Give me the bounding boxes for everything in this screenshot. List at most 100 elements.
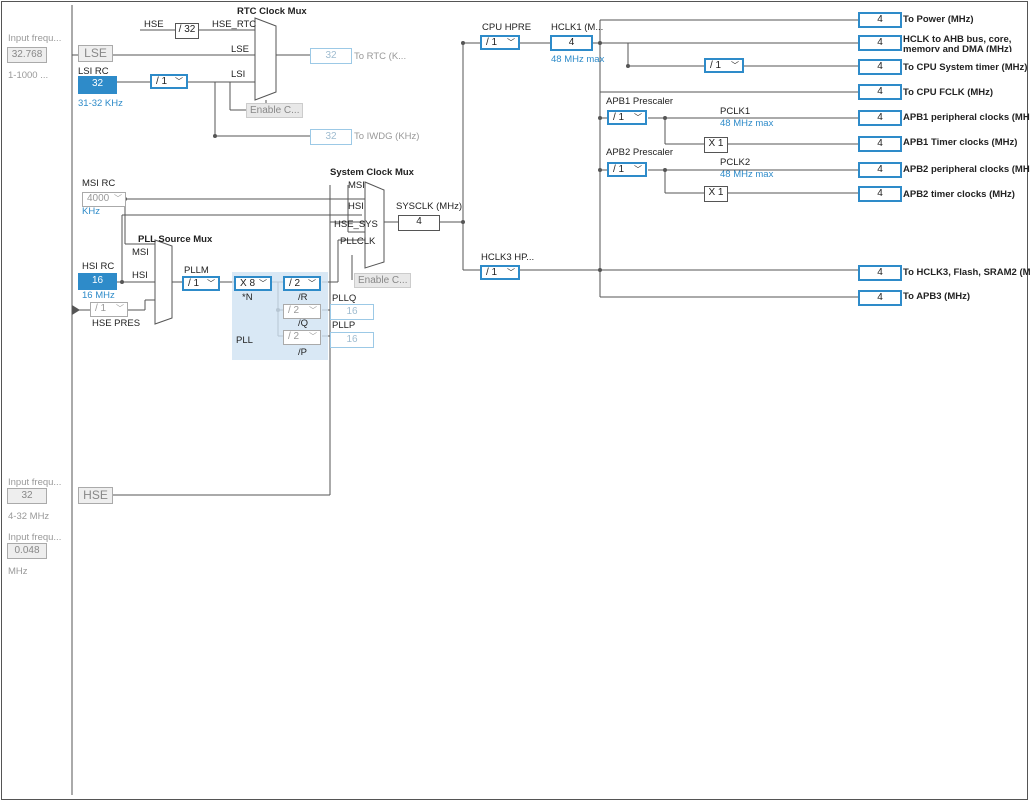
out-hclk3-value: 4 [858,265,902,281]
chevron-down-icon: ﹀ [175,77,183,86]
sysmux-in-msi: MSI [348,180,365,191]
out-ahb-label-2: memory and DMA (MHz) [903,44,1012,52]
out-systimer-value: 4 [858,59,902,75]
out-power-value: 4 [858,12,902,28]
rtc-in-lsi: LSI [231,69,246,80]
chevron-down-icon: ﹀ [731,61,739,70]
chevron-down-icon: ﹀ [116,304,124,313]
out-apb1-timer-value: 4 [858,136,902,152]
chevron-down-icon: ﹀ [507,38,515,47]
pllm-select[interactable]: / 1﹀ [182,276,220,291]
hse-oscillator[interactable]: HSE [78,487,113,504]
chevron-down-icon: ﹀ [114,194,122,203]
pllr-div: / 2 [289,278,301,289]
chevron-down-icon: ﹀ [507,268,515,277]
msi-unit: KHz [82,206,100,217]
lsi-div-select[interactable]: / 1 ﹀ [150,74,188,89]
rtc-in-lse: LSE [231,44,249,55]
out-apb3-label: To APB3 (MHz) [903,291,971,302]
chevron-down-icon: ﹀ [308,279,316,288]
pllr-select[interactable]: / 2 ﹀ [283,276,321,291]
out-fclk-value: 4 [858,84,902,100]
plln-select[interactable]: X 8﹀ [234,276,272,291]
apb1-select[interactable]: / 1 ﹀ [607,110,647,125]
msi-select[interactable]: 4000 ﹀ [82,192,126,207]
chevron-down-icon: ﹀ [259,279,267,288]
rtc-enable-button[interactable]: Enable C... [246,103,304,118]
rtc-hse-div[interactable]: / 32 [175,23,199,39]
pllp-select[interactable]: / 2 ﹀ [283,330,321,345]
out-apb2-timer-value: 4 [858,186,902,202]
hsi-label: HSI RC [82,261,115,272]
out-apb1-value: 4 [858,110,902,126]
out-apb2-label: APB2 peripheral clocks (MH [903,164,1030,175]
sysclk-value: 4 [398,215,440,231]
pllq-label: PLLQ [332,293,357,304]
cpu-hpre-label: CPU HPRE [482,22,532,33]
pllq-select[interactable]: / 2﹀ [283,304,321,319]
hse-pres-div: / 1 [95,303,107,314]
hse-frequency-input[interactable]: 32 [7,488,47,504]
lsi-oscillator[interactable]: 32 [78,76,117,94]
pllp-label: PLLP [332,320,356,331]
pclk2-label: PCLK2 [720,157,751,168]
rtc-output-value: 32 [310,48,352,64]
hclk1-label: HCLK1 (M... [551,22,604,33]
hclk3-label: HCLK3 HP... [481,252,535,263]
msi-label: MSI RC [82,178,116,189]
out-apb1-timer-label: APB1 Timer clocks (MHz) [903,137,1018,148]
sysmux-in-pll: PLLCLK [340,236,376,247]
pllq-value: 16 [330,304,374,320]
out-power-label: To Power (MHz) [903,14,974,25]
pll-in-hsi: HSI [132,270,148,281]
chevron-down-icon: ﹀ [634,113,642,122]
plln-label: *N [242,292,253,303]
hse-pres-label: HSE PRES [92,318,141,329]
out-systimer-label: To CPU System timer (MHz) [903,62,1028,73]
sysmux-in-hsi: HSI [348,201,364,212]
pllp-value: 16 [330,332,374,348]
out-fclk-label: To CPU FCLK (MHz) [903,87,994,98]
sys-enable-button[interactable]: Enable C... [354,273,412,288]
plln-mul: X 8 [240,278,256,289]
apb1-timer-mul: X 1 [704,137,728,153]
sysclk-label: SYSCLK (MHz) [396,201,462,212]
lsi-div: / 1 [156,76,168,87]
pllp-label-div: /P [298,347,307,358]
out-apb3-value: 4 [858,290,902,306]
pllp-div: / 2 [288,331,300,342]
iwdg-output-value: 32 [310,129,352,145]
cpu-timer-select[interactable]: / 1﹀ [704,58,744,73]
rtc-in-hse: HSE [144,19,164,30]
apb2-select[interactable]: / 1﹀ [607,162,647,177]
lse-range: 1-1000 ... [8,70,49,81]
pllq-label-div: /Q [298,318,309,329]
chevron-down-icon: ﹀ [207,279,215,288]
hclk3-select[interactable]: / 1 ﹀ [480,265,520,280]
hse-input-caption: Input frequ... [8,477,62,488]
pll-in-msi: MSI [132,247,149,258]
out-apb2-timer-label: APB2 timer clocks (MHz) [903,189,1015,200]
msi-value: 4000 [87,193,110,204]
rtc-output-label: To RTC (K... [354,51,407,62]
lse-oscillator[interactable]: LSE [78,45,113,62]
pll-src-title: PLL Source Mux [138,234,213,245]
lse-input-caption: Input frequ... [8,33,62,44]
iwdg-output-label: To IWDG (KHz) [354,131,420,142]
out-ahb-label: HCLK to AHB bus, core, [903,34,1012,45]
hsi-oscillator[interactable]: 16 [78,273,117,290]
sysmux-title: System Clock Mux [330,167,414,178]
out-hclk3-label: To HCLK3, Flash, SRAM2 (M [903,267,1031,278]
apb2-div: / 1 [613,164,625,175]
hse-pres-select[interactable]: / 1 ﹀ [90,302,128,317]
hclk1-max: 48 MHz max [551,54,605,65]
lse-frequency-input[interactable]: 32.768 [7,47,47,63]
chevron-down-icon: ﹀ [309,332,317,341]
apb1-div: / 1 [613,112,625,123]
cpu-hpre-select[interactable]: / 1﹀ [480,35,520,50]
input3-frequency-input[interactable]: 0.048 [7,543,47,559]
hclk3-div: / 1 [486,267,498,278]
input3-unit: MHz [8,566,28,577]
